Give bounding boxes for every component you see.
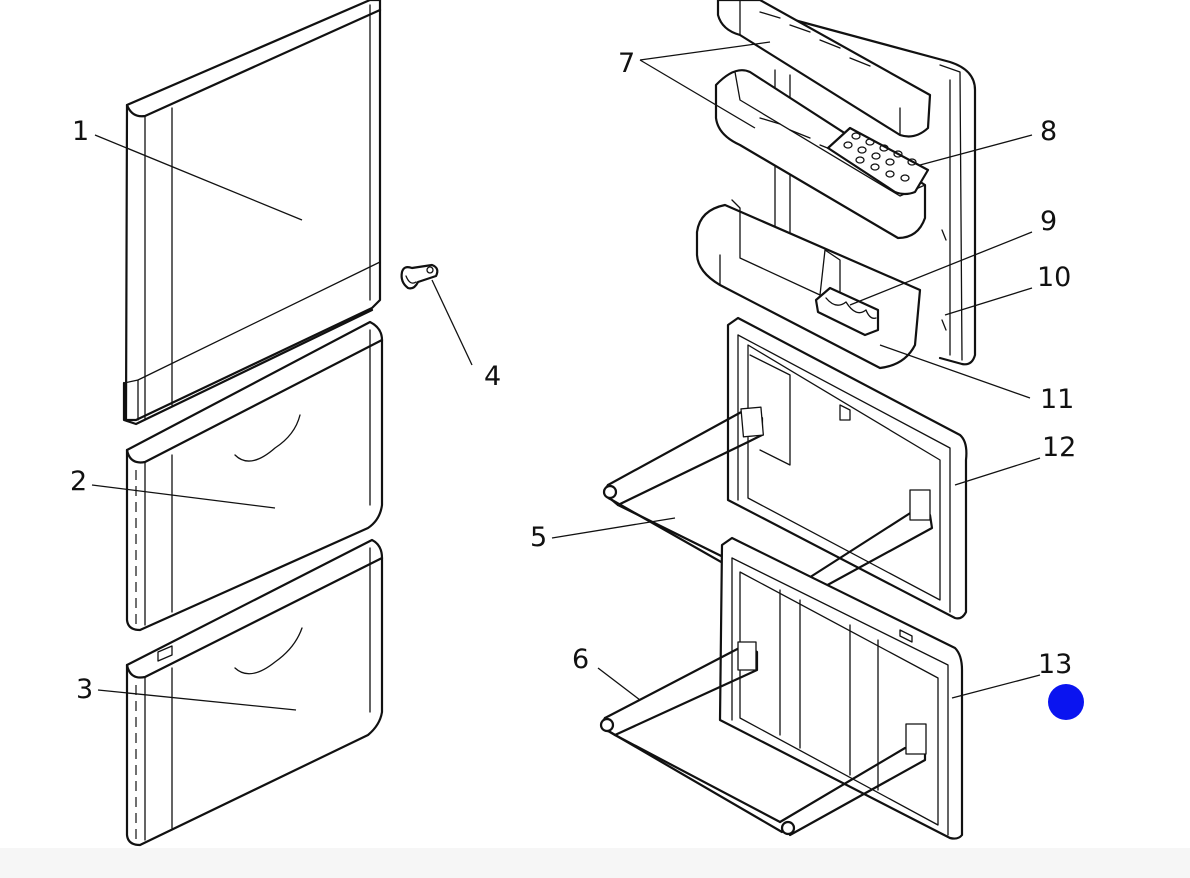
- label-3: 3: [76, 674, 93, 705]
- part-1-upper-door: [122, 0, 382, 426]
- label-2: 2: [70, 466, 87, 497]
- part-2-middle-drawer-front: [125, 320, 384, 632]
- leader-lines: [91, 41, 1041, 711]
- leader-4: [431, 279, 473, 366]
- label-6: 6: [572, 644, 589, 675]
- label-10: 10: [1037, 262, 1071, 293]
- leader-1: [94, 134, 303, 221]
- label-12: 12: [1042, 432, 1076, 463]
- part-8-egg-tray: [826, 126, 930, 196]
- label-4: 4: [484, 361, 501, 392]
- label-13: 13: [1038, 649, 1072, 680]
- leader-11: [879, 344, 1031, 399]
- leader-2: [91, 484, 276, 509]
- part-3-lower-drawer-front: [125, 538, 384, 847]
- leader-3: [97, 689, 297, 711]
- label-9: 9: [1040, 206, 1057, 237]
- label-11: 11: [1040, 384, 1074, 415]
- label-5: 5: [530, 522, 547, 553]
- leader-10: [944, 287, 1033, 316]
- label-1: 1: [72, 116, 89, 147]
- part-10-door-gasket-upper: [941, 229, 947, 331]
- footer-band: [0, 848, 1190, 878]
- leader-13: [951, 674, 1041, 699]
- part-12-freezer-door-upper: [726, 316, 968, 620]
- part-number-labels: 1 2 3 4 5 6 7 8 9 10 11 12 13: [70, 48, 1076, 705]
- leader-8: [919, 134, 1033, 166]
- blue-dot-marker-icon[interactable]: [1048, 684, 1084, 720]
- part-9-bottle-retainer: [814, 286, 880, 337]
- leader-6: [597, 667, 641, 701]
- part-4-hinge-clip: [400, 263, 439, 290]
- leader-7a: [639, 41, 771, 61]
- leader-9: [849, 231, 1033, 306]
- label-8: 8: [1040, 116, 1057, 147]
- leader-5: [551, 517, 676, 539]
- part-7-door-shelves: [714, 0, 932, 240]
- leader-7b: [639, 59, 756, 129]
- part-6-wire-shelf-lower: [599, 641, 927, 837]
- label-7: 7: [618, 48, 635, 79]
- leader-12: [954, 457, 1041, 486]
